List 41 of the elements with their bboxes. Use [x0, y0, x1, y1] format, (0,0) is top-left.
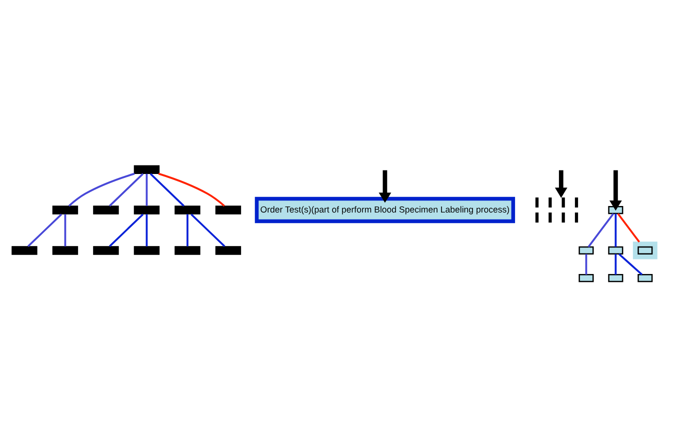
- connector: [190, 213, 226, 247]
- connector: [64, 214, 66, 246]
- node-box: [578, 273, 594, 282]
- node-box: [134, 164, 160, 174]
- connector: [614, 254, 617, 274]
- node-box: [215, 246, 242, 254]
- connector: [158, 172, 225, 206]
- connector: [108, 172, 144, 206]
- node-box: [52, 205, 78, 214]
- connector: [186, 214, 188, 246]
- arrow: [609, 170, 622, 210]
- connector: [146, 214, 148, 246]
- node-box: [638, 246, 653, 254]
- connector: [614, 213, 617, 246]
- connector: [618, 252, 643, 275]
- node-box: [608, 273, 624, 282]
- node-box: [608, 246, 624, 254]
- connector: [27, 213, 62, 247]
- node-box: [174, 205, 200, 214]
- node-box: [52, 246, 78, 254]
- connector: [617, 212, 640, 242]
- connector: [588, 212, 614, 247]
- arrow: [378, 170, 392, 202]
- arrow: [554, 170, 568, 198]
- node-box: [638, 273, 653, 282]
- node-box: [215, 205, 242, 214]
- node-box: Order Test(s)(part of perform Blood Specimen Labeling process): [254, 196, 516, 223]
- node-box: [578, 246, 594, 254]
- node-box: [134, 246, 160, 254]
- node-box: [12, 246, 38, 254]
- connector: [150, 172, 184, 206]
- node-box: [174, 246, 200, 254]
- node-box: [93, 205, 119, 214]
- connector: [585, 254, 588, 274]
- node-box: [93, 246, 119, 254]
- cluster: [632, 241, 658, 259]
- connector: [146, 173, 148, 206]
- node-box: [134, 205, 160, 214]
- node-box: [608, 205, 624, 214]
- connector: [68, 172, 135, 206]
- connector: [108, 213, 144, 247]
